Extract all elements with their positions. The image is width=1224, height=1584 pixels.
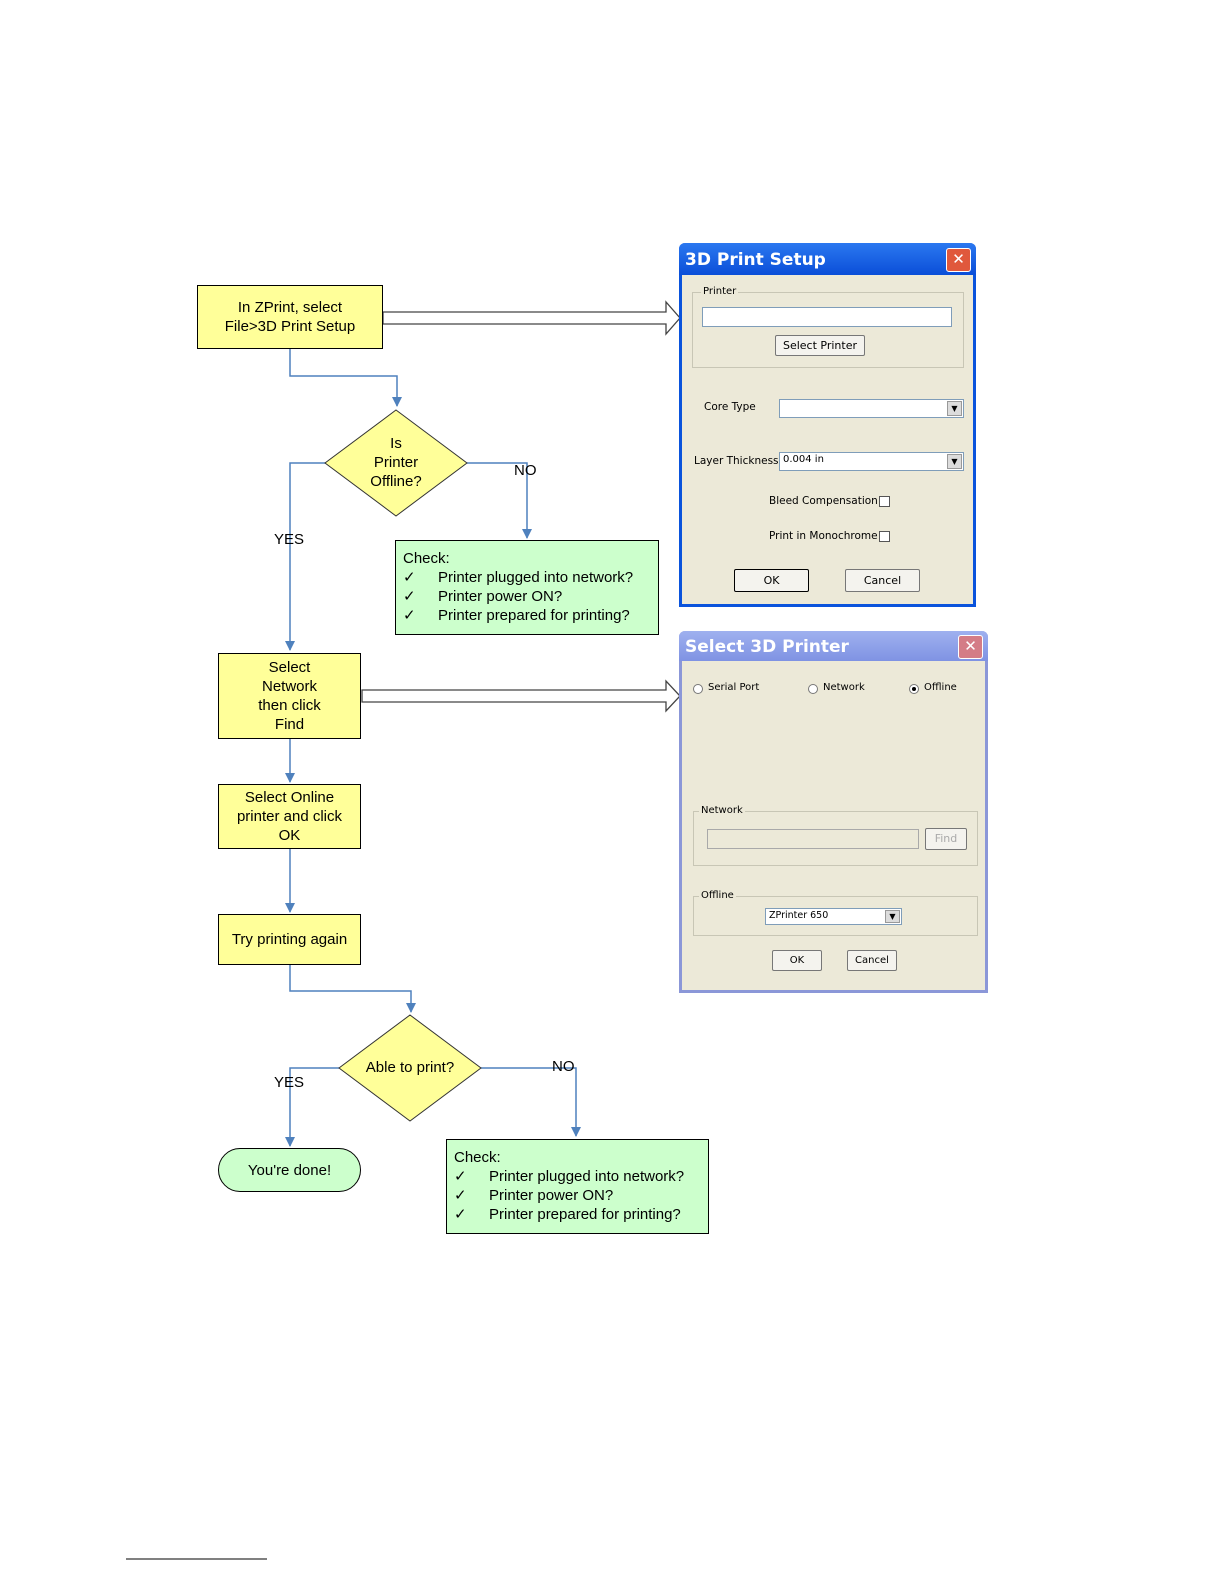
step-select-online-printer: Select Online printer and click OK [218,784,361,849]
chevron-down-icon: ▼ [885,910,900,923]
checkmark-icon: ✓ [454,1206,467,1223]
layer-thickness-value: 0.004 in [783,454,824,465]
select-printer-button[interactable]: Select Printer [775,335,865,356]
ok-button[interactable]: OK [772,950,822,971]
check-title: Check: [454,1149,501,1166]
print-setup-dialog: 3D Print Setup ✕ Printer Select Printer … [679,243,976,607]
decision1-diamond [324,409,468,517]
serial-port-label: Serial Port [708,682,760,693]
decision-printer-offline-text: Is Printer Offline? [370,435,422,490]
offline-printer-value: ZPrinter 650 [769,910,829,921]
decision2-diamond [338,1014,482,1122]
no-label-1: NO [514,462,537,479]
block-arrow-to-setup-dialog [382,300,681,336]
check-item: ✓Printer plugged into network? [454,1168,685,1185]
serial-port-radio[interactable] [693,684,703,694]
offline-printer-select[interactable]: ZPrinter 650 ▼ [765,908,902,925]
check-title: Check: [403,550,450,567]
network-group [693,811,978,866]
cancel-button[interactable]: Cancel [847,950,897,971]
core-type-select[interactable]: ▼ [779,399,964,418]
ok-button[interactable]: OK [734,569,809,592]
select-printer-title: Select 3D Printer [685,637,849,657]
offline-radio[interactable] [909,684,919,694]
step-try-printing-again: Try printing again [218,914,361,965]
checkmark-icon: ✓ [403,569,416,586]
connector-decision1-yes [285,462,326,651]
printer-group [692,292,964,368]
chevron-down-icon: ▼ [947,454,962,469]
check-item: ✓Printer power ON? [403,588,563,605]
offline-group-label: Offline [699,890,736,901]
step-open-print-setup: In ZPrint, select File>3D Print Setup [197,285,383,349]
network-label: Network [823,682,865,693]
connector-step1-to-decision1 [289,349,402,407]
check-item: ✓Printer plugged into network? [403,569,634,586]
no-label-2: NO [552,1058,575,1075]
chevron-down-icon: ▼ [947,401,962,416]
core-type-label: Core Type [704,401,756,413]
checkmark-icon: ✓ [403,607,416,624]
select-printer-dialog: Select 3D Printer ✕ Serial Port Network … [679,631,988,993]
connector-decision2-yes [285,1067,339,1147]
network-group-label: Network [699,805,745,816]
check-item: ✓Printer power ON? [454,1187,614,1204]
close-icon[interactable]: ✕ [946,248,971,272]
connector-decision2-no [481,1067,581,1137]
printer-name-field[interactable] [702,307,952,327]
check-item: ✓Printer prepared for printing? [403,607,630,624]
bleed-compensation-checkbox[interactable] [879,496,890,507]
decision-able-to-print-text: Able to print? [365,1059,455,1076]
monochrome-label: Print in Monochrome [769,530,878,542]
network-radio[interactable] [808,684,818,694]
layer-thickness-label: Layer Thickness [694,455,779,467]
yes-label-2: YES [274,1074,305,1091]
print-setup-titlebar: 3D Print Setup ✕ [679,243,976,275]
bleed-compensation-label: Bleed Compensation [769,495,878,507]
offline-group [693,896,978,936]
check-box-1: Check: ✓Printer plugged into network? ✓P… [395,540,659,635]
checkmark-icon: ✓ [454,1168,467,1185]
monochrome-checkbox[interactable] [879,531,890,542]
print-setup-title: 3D Print Setup [685,250,826,270]
check-item: ✓Printer prepared for printing? [454,1206,681,1223]
cancel-button[interactable]: Cancel [845,569,920,592]
find-button[interactable]: Find [925,828,967,850]
connector-step4-to-decision2 [289,965,416,1013]
network-printer-field[interactable] [707,829,919,849]
close-icon[interactable]: ✕ [958,635,983,659]
offline-label: Offline [924,682,957,693]
block-arrow-to-select-dialog [361,679,681,713]
select-printer-titlebar: Select 3D Printer ✕ [679,631,988,661]
printer-group-label: Printer [701,286,739,297]
connector-decision1-no [467,462,532,539]
checkmark-icon: ✓ [403,588,416,605]
checkmark-icon: ✓ [454,1187,467,1204]
layer-thickness-select[interactable]: 0.004 in ▼ [779,452,964,471]
check-box-2: Check: ✓Printer plugged into network? ✓P… [446,1139,709,1234]
step-select-network: Select Network then click Find [218,653,361,739]
yes-label-1: YES [274,531,305,548]
terminal-done: You're done! [218,1148,361,1192]
